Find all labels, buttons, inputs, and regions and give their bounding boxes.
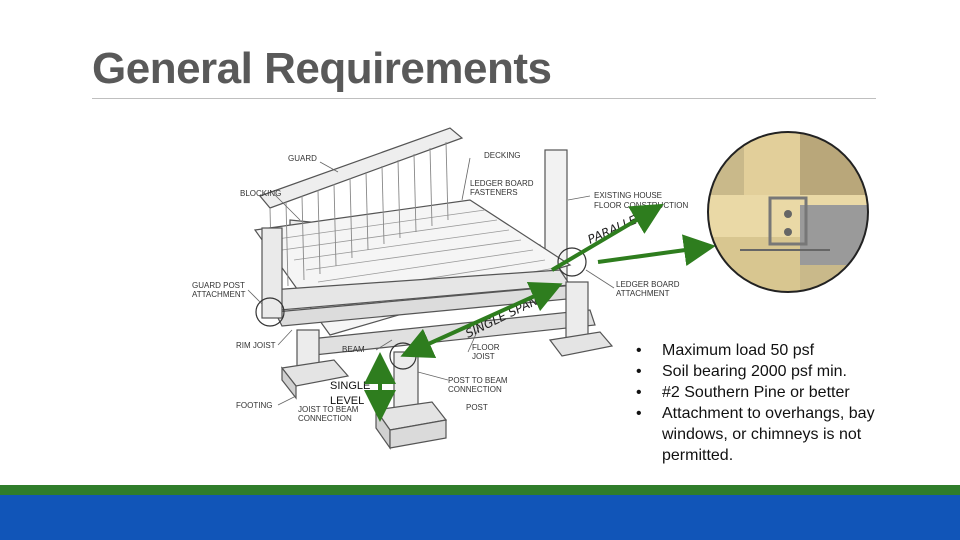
list-item: • Maximum load 50 psf [636,340,906,361]
list-item: • #2 Southern Pine or better [636,382,906,403]
slide-title: General Requirements [92,44,552,93]
label-ledger-fasteners-2: FASTENERS [470,188,518,197]
bullet-marker: • [636,384,642,401]
label-post-to-beam-2: CONNECTION [448,385,502,394]
label-single-level-2: LEVEL [330,395,364,407]
label-decking: DECKING [484,151,520,160]
label-blocking: BLOCKING [240,189,281,198]
label-guard-post-2: ATTACHMENT [192,290,246,299]
list-item: • Attachment to overhangs, bay windows, o… [636,403,906,466]
list-item-text: Maximum load 50 psf [662,342,815,359]
ledger-detail-photo [707,131,869,293]
deck-illustration [247,127,615,450]
list-item-text: Soil bearing 2000 psf min. [662,363,847,380]
arrow-single-span [400,281,563,359]
footer-blue-bar [0,495,960,540]
label-joist-to-beam-1: JOIST TO BEAM [298,405,359,414]
label-existing-house-1: EXISTING HOUSE [594,191,662,200]
label-floor-joist-1: FLOOR [472,343,500,352]
label-beam: BEAM [342,345,365,354]
list-item-text: Attachment to overhangs, bay windows, or… [662,405,875,464]
annotation-arrows [364,203,716,422]
label-existing-house-2: FLOOR CONSTRUCTION [594,201,688,210]
label-post: POST [466,403,488,412]
label-rim-joist: RIM JOIST [236,341,276,350]
bullet-marker: • [636,405,642,422]
label-parallel: PARALLEL [586,210,646,247]
list-item-text: #2 Southern Pine or better [662,384,850,401]
arrow-parallel [550,203,664,272]
label-post-to-beam-1: POST TO BEAM [448,376,508,385]
requirements-list: • Maximum load 50 psf • Soil bearing 2000 … [636,340,906,466]
label-joist-to-beam-2: CONNECTION [298,414,352,423]
arrow-detail [597,234,716,267]
label-single-level-1: SINGLE [330,380,370,392]
list-item: • Soil bearing 2000 psf min. [636,361,906,382]
footer-green-bar [0,485,960,495]
label-ledger-attachment-2: ATTACHMENT [616,289,670,298]
bullet-marker: • [636,342,642,359]
label-guard: GUARD [288,154,317,163]
label-ledger-fasteners-1: LEDGER BOARD [470,179,534,188]
label-guard-post-1: GUARD POST [192,281,245,290]
label-footing: FOOTING [236,401,272,410]
bullet-marker: • [636,363,642,380]
label-floor-joist-2: JOIST [472,352,495,361]
title-divider [92,98,876,99]
label-ledger-attachment-1: LEDGER BOARD [616,280,680,289]
